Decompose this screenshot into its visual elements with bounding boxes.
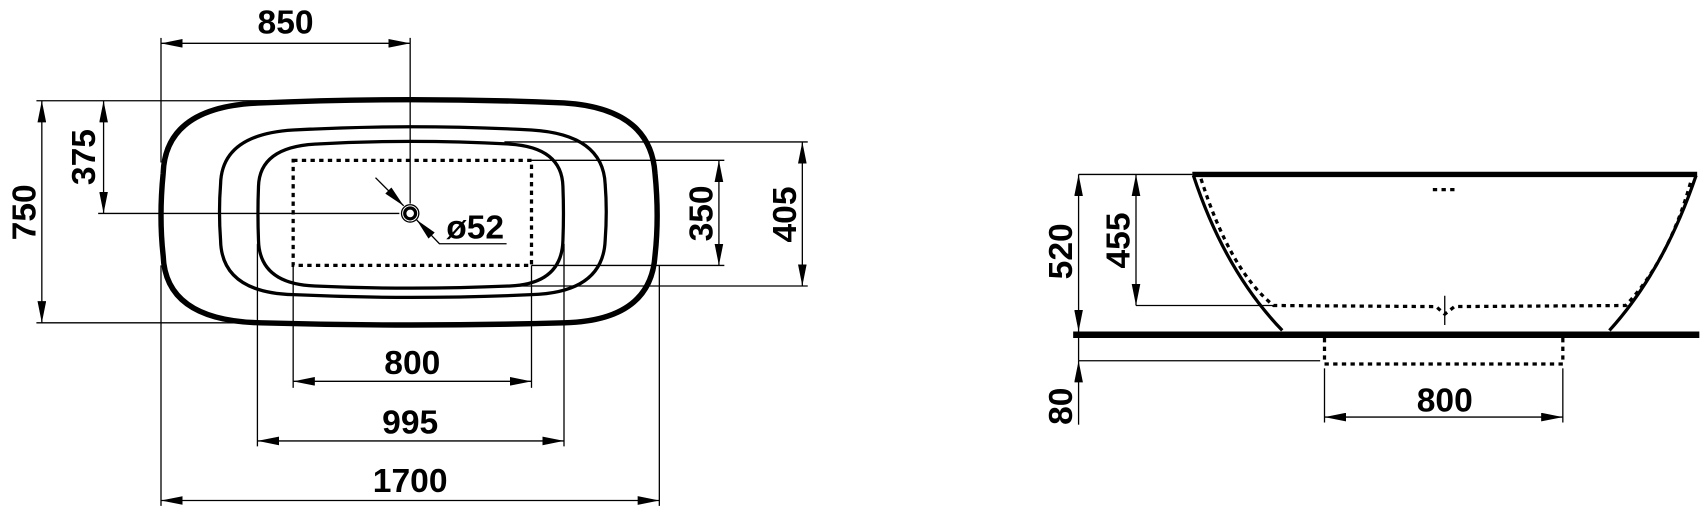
tub-outer-rim xyxy=(158,96,660,328)
leader-line xyxy=(416,219,507,245)
dim-995: 995 xyxy=(382,404,438,441)
dim-diameter-52: ø52 xyxy=(446,209,504,246)
floor-line xyxy=(1073,331,1700,338)
tub-side-right xyxy=(1608,174,1698,332)
tub-inner-profile-dotted xyxy=(1199,178,1693,317)
leader-line xyxy=(375,177,405,207)
drain-icon xyxy=(400,204,420,223)
drain-inner xyxy=(403,206,418,221)
dim-520: 520 xyxy=(1043,223,1080,279)
side-view: 520 455 80 800 xyxy=(1043,171,1700,425)
dim-800-top: 800 xyxy=(384,345,440,382)
dim-455: 455 xyxy=(1101,212,1138,268)
dim-350: 350 xyxy=(683,185,720,241)
dim-1700: 1700 xyxy=(373,463,448,500)
dim-850: 850 xyxy=(258,5,314,42)
top-view: 850 750 375 350 405 ø52 800 995 xyxy=(6,5,808,506)
dim-750: 750 xyxy=(6,184,43,240)
tub-side-left xyxy=(1191,174,1284,332)
dim-405: 405 xyxy=(767,186,804,242)
dim-80: 80 xyxy=(1043,388,1080,425)
floor-recess-dotted xyxy=(1322,338,1565,366)
dim-800-side: 800 xyxy=(1417,383,1473,420)
dim-375: 375 xyxy=(66,129,103,185)
